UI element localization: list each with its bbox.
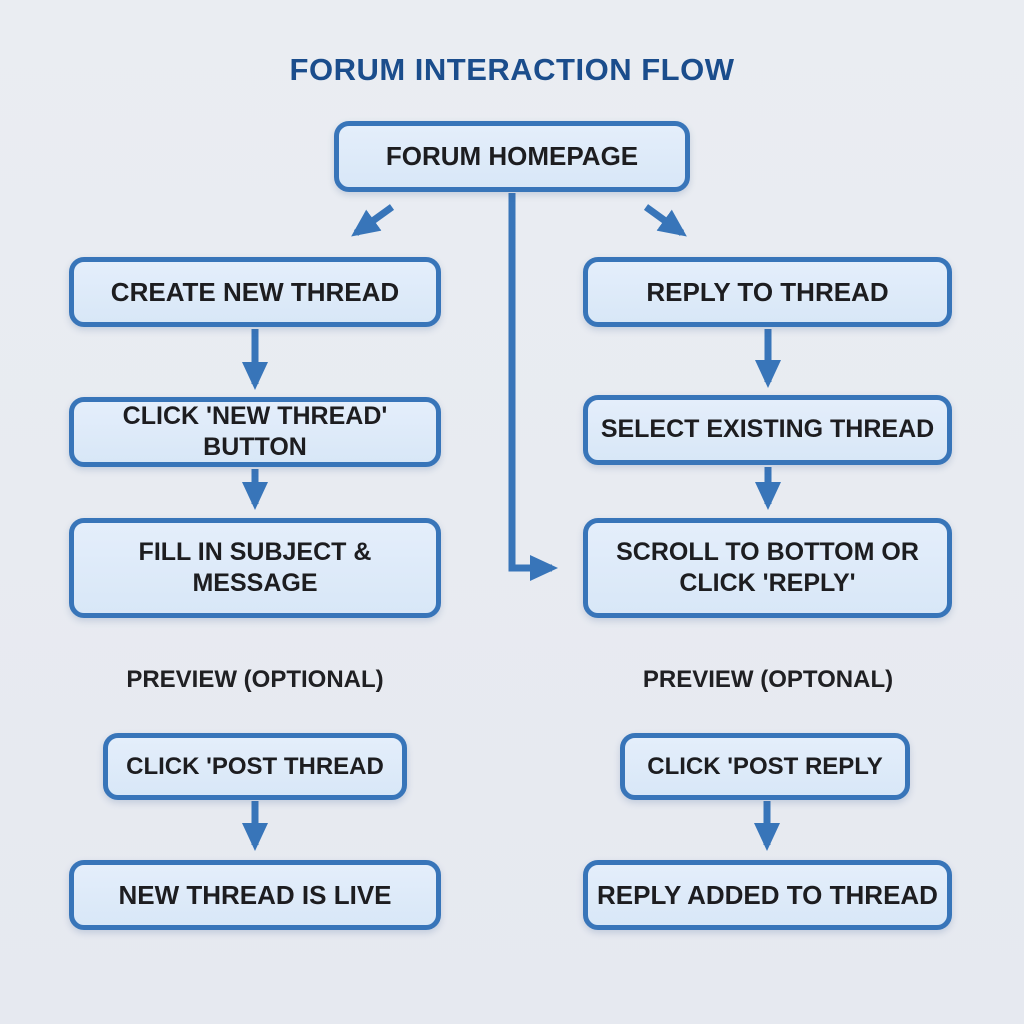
- node-reply-added-to-thread: REPLY ADDED TO THREAD: [583, 860, 952, 930]
- node-new-thread-is-live: NEW THREAD IS LIVE: [69, 860, 441, 930]
- node-fill-in-subject-message: FILL IN SUBJECT & MESSAGE: [69, 518, 441, 618]
- page-title: FORUM INTERACTION FLOW: [289, 52, 735, 87]
- node-click-post-thread: CLICK 'POST THREAD: [103, 733, 407, 800]
- arrow-homepage-to-create-thread: [351, 204, 395, 237]
- node-reply-to-thread: REPLY TO THREAD: [583, 257, 952, 327]
- node-click-post-reply: CLICK 'POST REPLY: [620, 733, 910, 800]
- preview-optional-label-right: PREVIEW (OPTONAL): [642, 666, 894, 693]
- node-click-new-thread-button: CLICK 'NEW THREAD' BUTTON: [69, 397, 441, 467]
- node-select-existing-thread: SELECT EXISTING THREAD: [583, 395, 952, 465]
- node-create-new-thread: CREATE NEW THREAD: [69, 257, 441, 327]
- node-scroll-to-bottom-or-click-reply: SCROLL TO BOTTOM OR CLICK 'REPLY': [583, 518, 952, 618]
- node-forum-homepage: FORUM HOMEPAGE: [334, 121, 690, 192]
- arrow-homepage-to-scroll-bottom: [508, 193, 558, 581]
- preview-optional-label-left: PREVIEW (OPTIONAL): [126, 666, 384, 693]
- arrow-homepage-to-reply-thread: [643, 204, 687, 237]
